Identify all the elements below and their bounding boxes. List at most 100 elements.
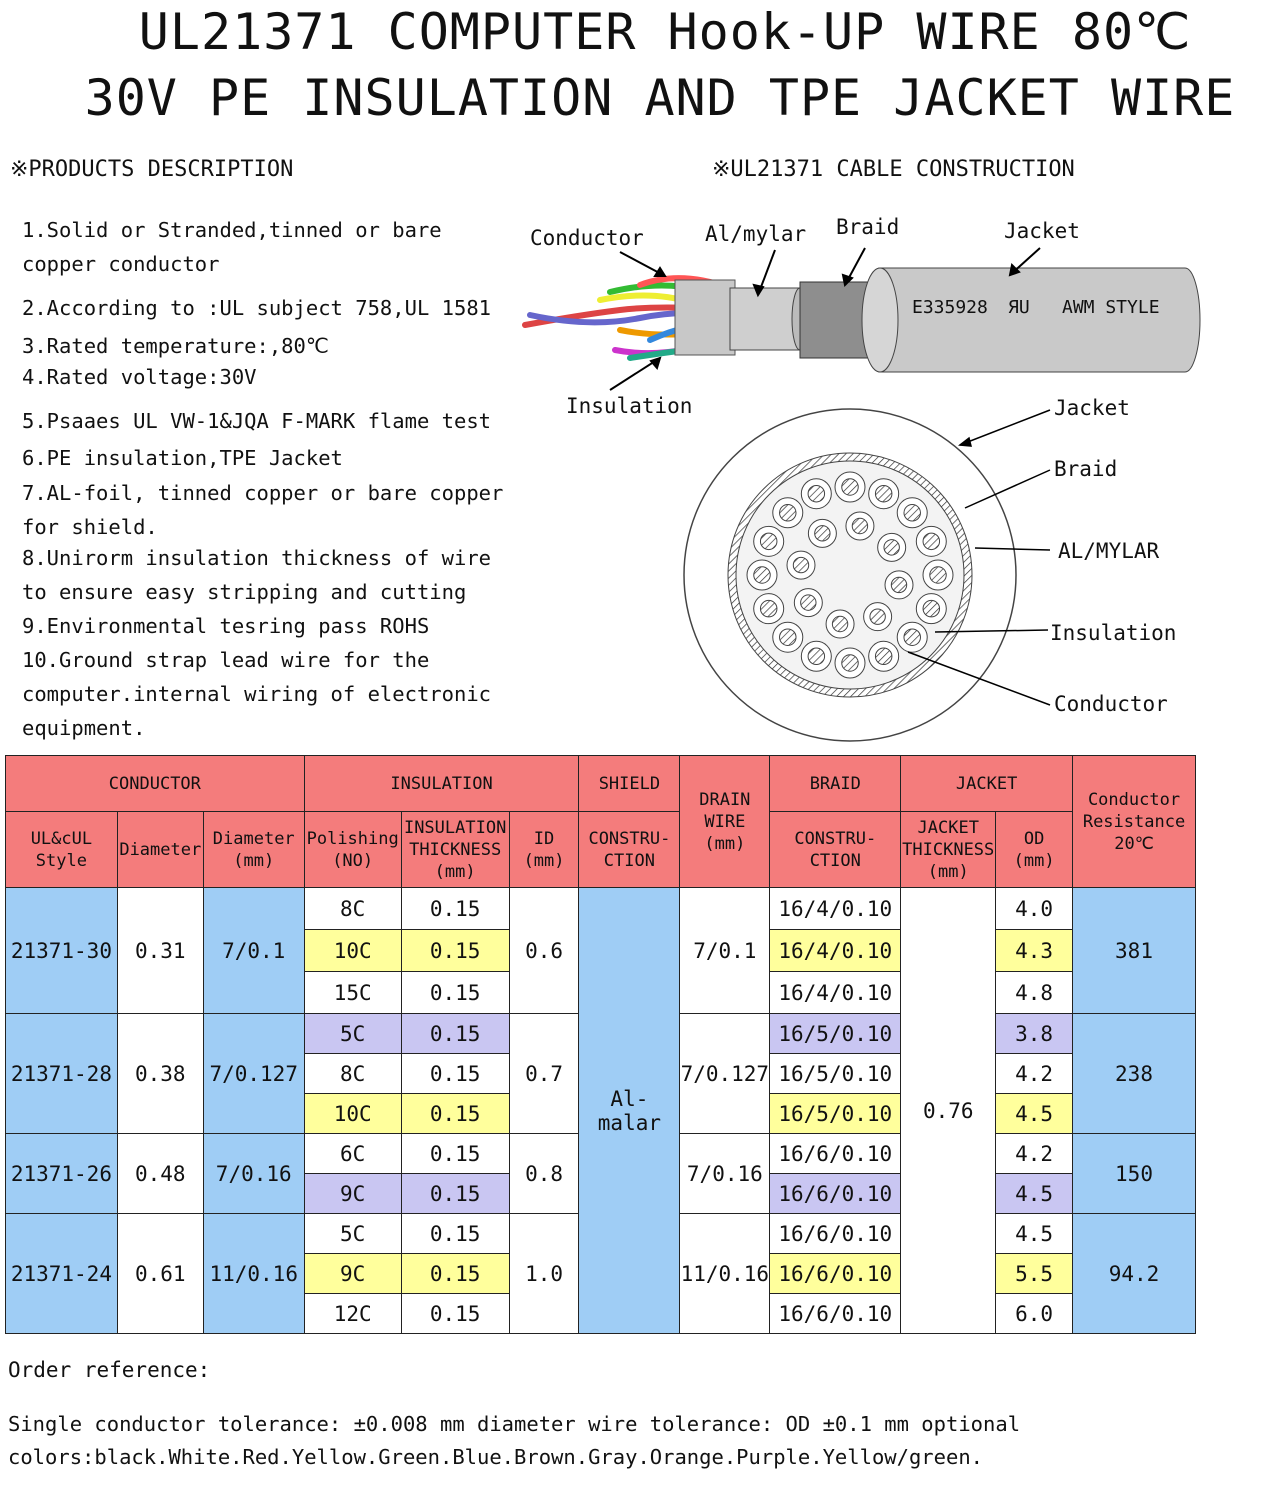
cell-braid: 16/4/0.10: [769, 887, 902, 930]
cell-drain: 7/0.127: [679, 1013, 771, 1134]
xs-conductor-core: [874, 484, 893, 503]
subheader-line: UL&cUL: [30, 828, 93, 849]
cell-polishing: 5C: [303, 1213, 402, 1254]
group-header-shield: SHIELD: [578, 755, 681, 812]
construction-heading: ※UL21371 CABLE CONSTRUCTION: [712, 157, 1075, 182]
subheader-line: CONSTRU-: [588, 828, 671, 849]
cell-od: 4.5: [995, 1213, 1074, 1254]
cell-drain: 11/0.16: [679, 1213, 771, 1334]
cell-braid: 16/6/0.10: [769, 1173, 902, 1214]
subheader-line: (NO): [332, 850, 374, 871]
almylar-layer: [729, 287, 801, 351]
xs-conductor-core: [753, 566, 771, 584]
cell-diameter-mm: 7/0.1: [202, 887, 305, 1014]
description-line: 1.Solid or Stranded,tinned or bare: [22, 218, 442, 242]
xs-conductor-core: [759, 599, 778, 618]
subheader-line: Style: [35, 850, 87, 871]
cell-polishing: 12C: [303, 1293, 402, 1334]
xs-conductor-core: [890, 576, 908, 594]
cell-ins-thickness: 0.15: [400, 1133, 510, 1174]
cell-braid: 16/6/0.10: [769, 1253, 902, 1294]
xs-conductor-core: [874, 647, 893, 666]
subheader-id: ID(mm): [508, 811, 580, 888]
cell-resistance: 94.2: [1072, 1213, 1196, 1334]
side-label-jacket: Jacket: [1004, 219, 1080, 243]
description-line: 7.AL-foil, tinned copper or bare copper: [22, 481, 504, 505]
cell-ins-thickness: 0.15: [400, 1093, 510, 1134]
cell-ins-thickness: 0.15: [400, 929, 510, 972]
xs-label-braid: Braid: [1054, 457, 1118, 481]
cell-polishing: 15C: [303, 971, 402, 1014]
cell-polishing: 9C: [303, 1253, 402, 1294]
subheader-line: (mm): [927, 861, 969, 882]
cell-od: 4.2: [995, 1053, 1074, 1094]
group-header-jacket: JACKET: [900, 755, 1074, 812]
group-header-insulation: INSULATION: [303, 755, 580, 812]
cell-resistance: 150: [1072, 1133, 1196, 1214]
side-label-insulation: Insulation: [566, 394, 693, 418]
cell-braid: 16/5/0.10: [769, 1093, 902, 1134]
xs-conductor-core: [759, 532, 778, 551]
description-line: 3.Rated temperature:,80℃: [22, 334, 329, 358]
description-line: 9.Environmental tesring pass ROHS: [22, 614, 430, 638]
cell-ins-thickness: 0.15: [400, 1253, 510, 1294]
xs-conductor-core: [851, 517, 869, 535]
xs-conductor-core: [922, 599, 941, 618]
side-label-braid: Braid: [836, 215, 900, 239]
subheader-line: Polishing: [306, 828, 399, 849]
cell-drain: 7/0.1: [679, 887, 771, 1014]
drain-header-line: WIRE: [704, 811, 746, 832]
cell-od: 4.2: [995, 1133, 1074, 1174]
cable-print-style: AWM STYLE: [1062, 297, 1160, 318]
xs-conductor-core: [831, 615, 849, 633]
cell-diameter: 0.48: [116, 1133, 204, 1214]
cell-polishing: 10C: [303, 929, 402, 972]
subheader-line: JACKET: [917, 817, 979, 838]
subheader-line: (mm): [233, 850, 275, 871]
jacket-layer: [864, 267, 1201, 373]
description-line: equipment.: [22, 716, 146, 740]
cell-ins-thickness: 0.15: [400, 1213, 510, 1254]
subheader-diameter-mm: Diameter(mm): [202, 811, 305, 888]
xs-conductor-core: [903, 628, 921, 646]
xs-conductor-core: [779, 504, 797, 522]
cell-ins-thickness: 0.15: [400, 971, 510, 1014]
cell-diameter: 0.38: [116, 1013, 204, 1134]
resistance-header-line: Conductor: [1087, 789, 1181, 810]
cell-braid: 16/6/0.10: [769, 1133, 902, 1174]
cell-polishing: 6C: [303, 1133, 402, 1174]
xs-conductor-core: [814, 525, 831, 542]
subheader-line: CTION: [603, 850, 655, 871]
subheader-od: OD(mm): [995, 811, 1074, 888]
resistance-header-line: 20℃: [1114, 833, 1154, 854]
cell-style: 21371-28: [5, 1013, 118, 1134]
cell-braid: 16/6/0.10: [769, 1213, 902, 1254]
xs-cores: [746, 471, 954, 679]
conductor-bundle: [674, 279, 736, 356]
xs-label-conductor: Conductor: [1054, 692, 1168, 716]
side-label-almylar: Al/mylar: [705, 222, 807, 246]
description-line: 2.According to :UL subject 758,UL 1581: [22, 296, 491, 320]
side-label-conductor: Conductor: [530, 226, 644, 250]
subheader-line: ID: [533, 828, 555, 849]
spec-table: CONDUCTOR INSULATION SHIELD DRAIN WIRE (…: [5, 755, 1196, 1334]
description-line: computer.internal wiring of electronic: [22, 682, 491, 706]
drain-header-line: DRAIN: [699, 789, 751, 810]
cell-resistance: 381: [1072, 887, 1196, 1014]
colors-note: colors:black.White.Red.Yellow.Green.Blue…: [8, 1445, 984, 1469]
description-line: 8.Unirorm insulation thickness of wire: [22, 546, 491, 570]
cable-print-code: E335928: [912, 297, 988, 318]
cell-braid: 16/6/0.10: [769, 1293, 902, 1334]
description-line: 6.PE insulation,TPE Jacket: [22, 446, 343, 470]
cell-polishing: 9C: [303, 1173, 402, 1214]
xs-conductor-core: [903, 504, 921, 522]
subheader-line: (mm): [523, 850, 565, 871]
xs-label-almylar: AL/MYLAR: [1058, 539, 1160, 563]
description-line: 10.Ground strap lead wire for the: [22, 648, 430, 672]
